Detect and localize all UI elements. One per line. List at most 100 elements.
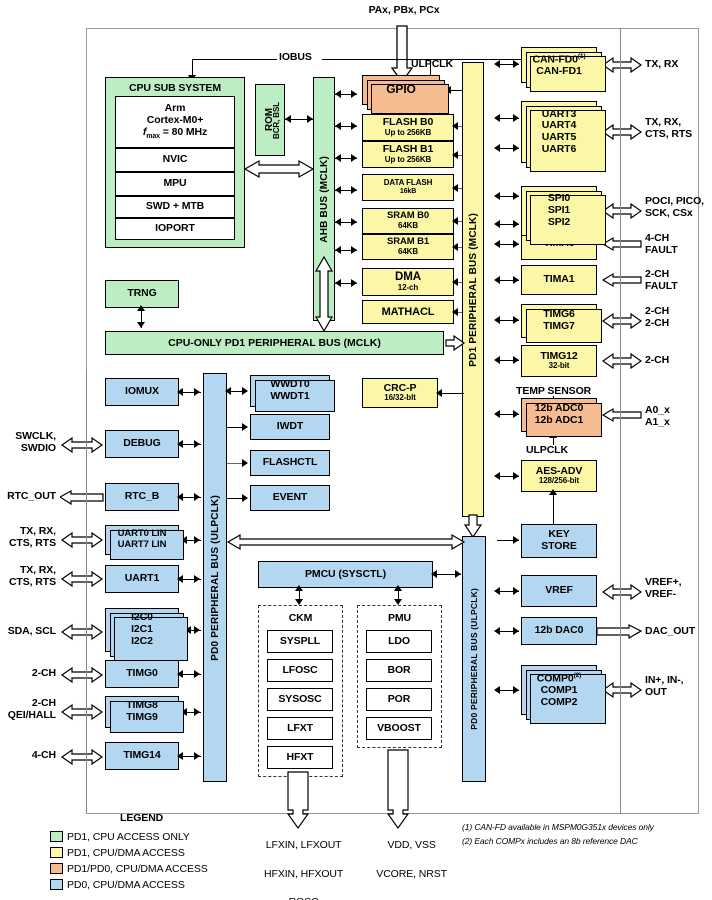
timg67-pin-arrow	[601, 312, 643, 330]
temp-sensor-label: TEMP SENSOR	[516, 385, 592, 397]
wwdt-bus-line	[227, 391, 247, 392]
rom-arrow-in	[285, 115, 291, 123]
gpio-label: GPIO	[386, 82, 416, 97]
ahb-mem-arrow-r-5	[351, 246, 357, 254]
power-pins-label: VDD, VSS VCORE, NRST	[376, 839, 447, 880]
comp-pin-arrow	[601, 681, 643, 699]
periph-timg89: TIMG8 TIMG9	[105, 696, 184, 733]
timg89-arrow-r	[194, 708, 200, 716]
mem-mathacl: MATHACL	[362, 300, 454, 324]
timg12-bus-line	[497, 360, 519, 361]
ckm-sysosc: SYSOSC	[267, 688, 333, 711]
rtcb-pins: RTC_OUT	[7, 490, 56, 502]
cpu-row-nvic: NVIC	[115, 148, 235, 172]
left-pin-rail	[86, 370, 87, 814]
pd0-bus-link-arrow	[226, 533, 466, 551]
uartlin-pins: TX, RX,CTS, RTS	[8, 525, 56, 550]
timg67-bus-line	[497, 320, 519, 321]
comp-arrow-r	[513, 686, 519, 694]
vref-arrow-l	[494, 587, 500, 595]
pmu-vboost: VBOOST	[366, 717, 432, 740]
aes-arrow-r	[513, 472, 519, 480]
ulpclk-gpio-line	[430, 59, 431, 73]
clock-pins-label: LFXIN, LFXOUT HFXIN, HFXOUT ROSC CLK_OUT…	[264, 839, 344, 900]
ulpclk-adc-label: ULPCLK	[526, 444, 568, 456]
ahb-mem-line-1	[335, 126, 357, 127]
periph-aes-adv: AES-ADV 128/256-bit	[521, 460, 597, 492]
vref-bus-line	[497, 591, 519, 592]
uart1-pins: TX, RX,CTS, RTS	[8, 564, 56, 589]
rtcb-arrow-r	[194, 493, 200, 501]
tima0-pin-arrow	[601, 236, 642, 252]
uartlin-arrow-r	[194, 536, 200, 544]
pmu-por: POR	[366, 688, 432, 711]
pd1-peripheral-bus: PD1 PERIPHERAL BUS (MCLK)	[462, 62, 484, 517]
comp-arrow-l	[494, 686, 500, 694]
ahb-gpio-arrow-l	[335, 90, 341, 98]
ahb-mem-arrow-l-5	[335, 246, 341, 254]
trng-arrow-d	[137, 322, 145, 328]
periph-tima1: TIMA1	[521, 265, 597, 295]
pd0-peripheral-bus-left: PD0 PERIPHERAL BUS (ULPCLK)	[203, 373, 227, 782]
cpu-row-mpu: MPU	[115, 172, 235, 196]
power-pins-arrow	[386, 749, 410, 830]
ahb-mem-line-6	[335, 283, 357, 284]
ahb-mem-arrow-l-1	[335, 122, 341, 130]
crc-bus-line	[438, 393, 464, 394]
wwdt-arrow-l	[225, 387, 231, 395]
periph-timg0: TIMG0	[105, 660, 179, 688]
ahb-mem-arrow-l-6	[335, 279, 341, 287]
uarthi-arrow-r-2	[513, 144, 519, 152]
timg0-arrow-l	[177, 670, 183, 678]
ahb-mem-arrow-l-4	[335, 218, 341, 226]
ahb-mem-line-2	[335, 158, 357, 159]
trng-bus-line	[141, 308, 142, 328]
footnote-2: (2) Each COMPx includes an 8b reference …	[462, 836, 638, 846]
periph-uart-hi: UART3 UART4 UART5 UART6	[521, 101, 606, 172]
timg0-pins: 2-CH	[31, 667, 56, 679]
periph-iwdt: IWDT	[250, 414, 330, 440]
canfd-arrow-r	[513, 60, 519, 68]
i2c-arrow-r	[194, 626, 200, 634]
cpu-sub-system-title: CPU SUB SYSTEM	[129, 82, 221, 94]
timg0-pin-arrow	[60, 666, 104, 684]
iomux-arrow-l	[177, 388, 183, 396]
cpu-only-pd1-bus: CPU-ONLY PD1 PERIPHERAL BUS (MCLK)	[105, 331, 444, 355]
periph-iomux: IOMUX	[105, 378, 179, 406]
vref-pins: VREF+,VREF-	[645, 576, 682, 601]
ahb-mem-line-4	[335, 222, 357, 223]
cpu-core-line1: Arm	[164, 102, 186, 115]
timg89-bus-line	[183, 712, 201, 713]
i2c-pins: SDA, SCL	[7, 625, 56, 637]
ahb-mem-arrow-l-3	[335, 186, 341, 194]
comp-bus-line	[497, 690, 519, 691]
timg0-arrow-r	[194, 670, 200, 678]
periph-vref: VREF	[521, 575, 597, 607]
uart1-arrow-r	[194, 575, 200, 583]
timg14-pin-arrow	[60, 748, 104, 766]
dac0-pin-arrow	[597, 624, 643, 639]
canfd-arrow-l	[494, 60, 500, 68]
uarthi-arrow-l-2	[494, 144, 500, 152]
ahb-mem-arrow-r-4	[351, 218, 357, 226]
timg12-pin-arrow	[601, 352, 643, 370]
adc-arrow-l	[494, 410, 500, 418]
iwdt-arrow-r	[242, 423, 248, 431]
ahb-cpuonly-arrow	[314, 255, 334, 333]
wwdt-arrow-r	[242, 387, 248, 395]
uartlin-arrow-l	[181, 536, 187, 544]
periph-rtc-b: RTC_B	[105, 483, 179, 511]
trng-arrow-u	[137, 305, 145, 311]
pmcu-pmu-arrow-u	[394, 585, 402, 591]
flashctl-arrow-r	[242, 459, 248, 467]
mem-pd1-arrow-4	[452, 217, 458, 225]
debug-bus-line	[179, 444, 201, 445]
mem-pd1-arrow-1	[452, 122, 458, 130]
rom-arrow-out	[307, 115, 313, 123]
spi-pins: POCI, PICO,SCK, CSx	[645, 195, 704, 220]
ckm-lfxt: LFXT	[267, 717, 333, 740]
i2c-arrow-l	[185, 626, 191, 634]
adc-bus-line	[497, 414, 519, 415]
clock-pins-arrow	[286, 771, 310, 830]
spi-arrow-r-2	[513, 220, 519, 228]
